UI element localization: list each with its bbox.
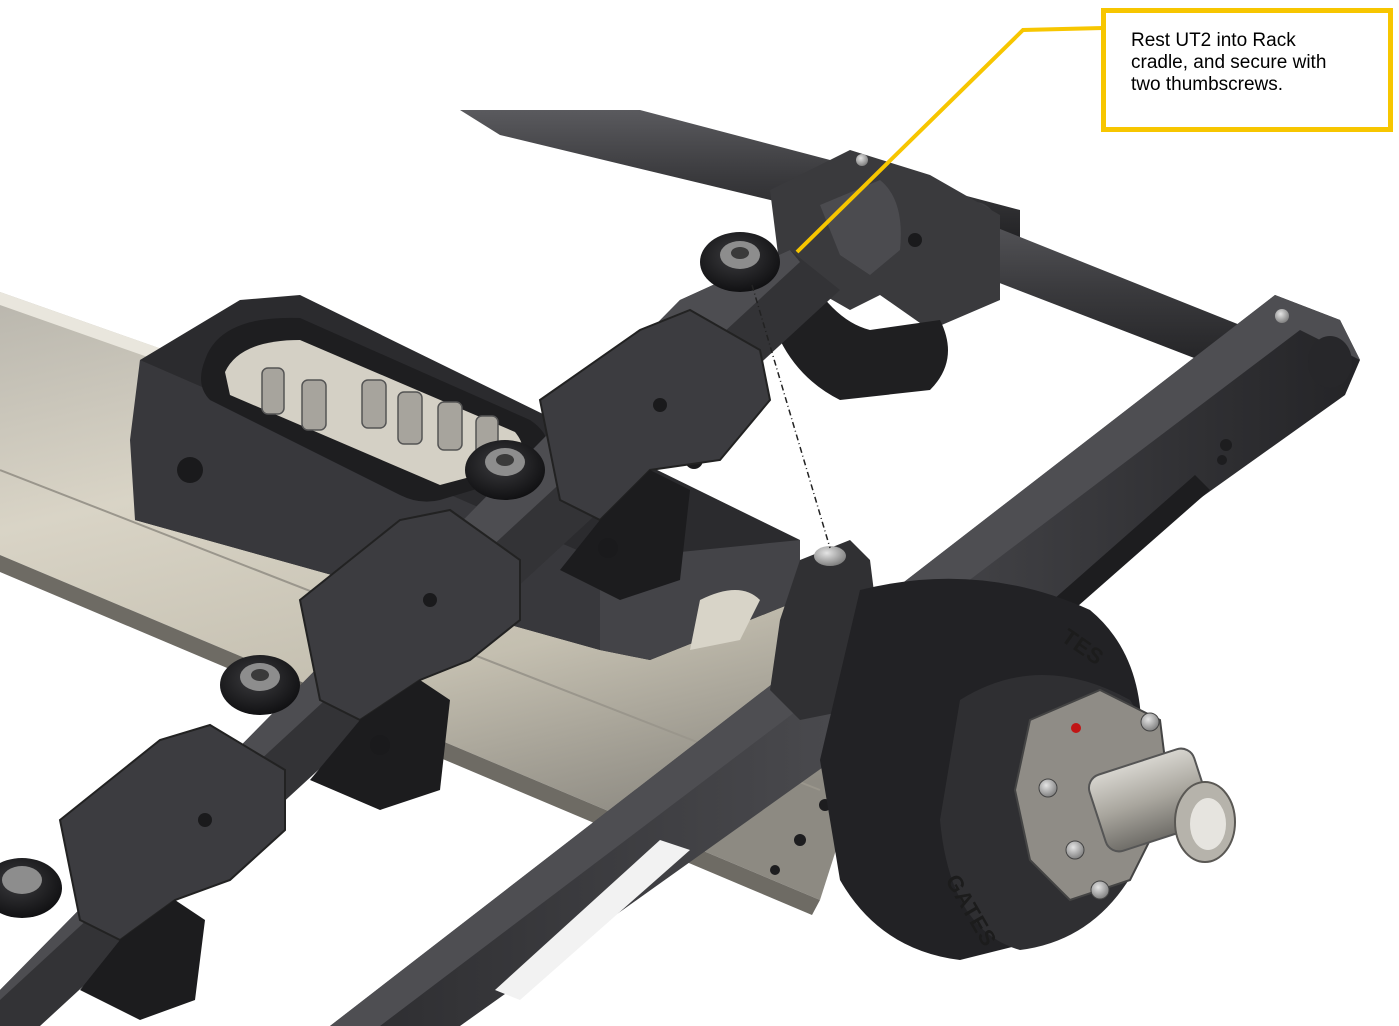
thumbscrew-icon [220, 655, 300, 715]
thumbscrew-icon [465, 440, 545, 500]
thumbscrews [0, 232, 780, 918]
connector-pins [261, 367, 499, 461]
bulkhead-connector [1013, 688, 1236, 902]
callout-line-1: Rest UT2 into Rack [1131, 30, 1296, 51]
thumbscrew-icon [700, 232, 780, 292]
rack-cradle-rail [0, 250, 840, 1026]
callout-leader-line [795, 26, 1104, 254]
callout-line-2: cradle, and secure with [1131, 52, 1327, 73]
callout-line-3: two thumbscrews. [1131, 74, 1284, 95]
indicator-dot [1071, 723, 1081, 733]
instruction-callout: Rest UT2 into Rack cradle, and secure wi… [1101, 8, 1393, 132]
thumbscrew-icon [0, 858, 62, 918]
cradle-saddles [58, 308, 772, 942]
